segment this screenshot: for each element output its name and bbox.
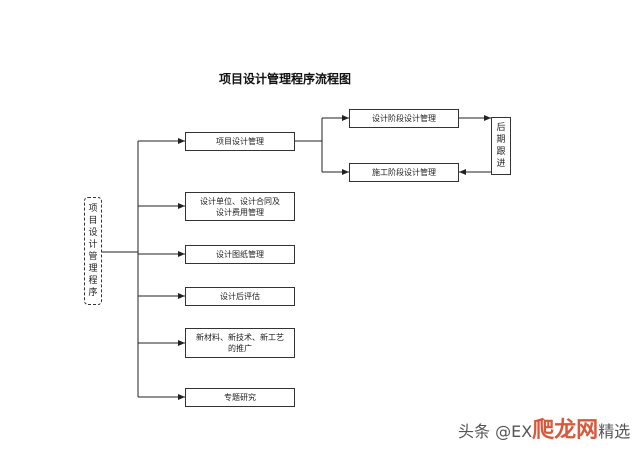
follow-up-node-char: 后 [496,123,506,133]
node-units-line-2: 设计费用管理 [216,207,264,217]
watermark-logo: 爬龙网 [532,418,599,443]
follow-up-node: 后期跟进 [491,117,511,175]
node-units-line-1: 设计单位、设计合同及 [200,196,280,206]
node-stage-construction: 施工阶段设计管理 [349,163,459,182]
follow-up-node-char: 跟 [496,147,506,157]
root-node-char: 程 [88,276,98,286]
root-node-char: 目 [88,216,98,226]
node-post-eval: 设计后评估 [185,287,295,306]
root-node-char: 项 [88,204,98,214]
root-node-char: 理 [88,264,98,274]
watermark: 头条 @EX爬龙网精选 [458,412,630,444]
node-research: 专题研究 [185,388,295,407]
node-stage-design: 设计阶段设计管理 [349,109,459,128]
node-new-tech-line-1: 新材料、新技术、新工艺 [196,333,284,342]
node-drawings: 设计图纸管理 [185,245,295,264]
root-node-char: 管 [88,252,98,262]
root-node-char: 序 [88,288,98,298]
watermark-suffix: 精选 [598,422,631,441]
follow-up-node-char: 进 [496,159,506,169]
diagram-title: 项目设计管理程序流程图 [218,72,351,86]
node-new-tech-line-2: 的推广 [228,344,252,353]
node-new-tech: 新材料、新技术、新工艺 的推广 [185,328,295,358]
root-node: 项目设计管理程序 [84,197,102,305]
watermark-prefix: 头条 @EX [458,422,533,441]
root-node-char: 设 [88,228,98,238]
follow-up-node-char: 期 [496,135,506,145]
root-node-char: 计 [88,240,98,250]
node-design-mgmt: 项目设计管理 [185,132,295,151]
node-units: 设计单位、设计合同及 设计费用管理 [185,192,295,221]
